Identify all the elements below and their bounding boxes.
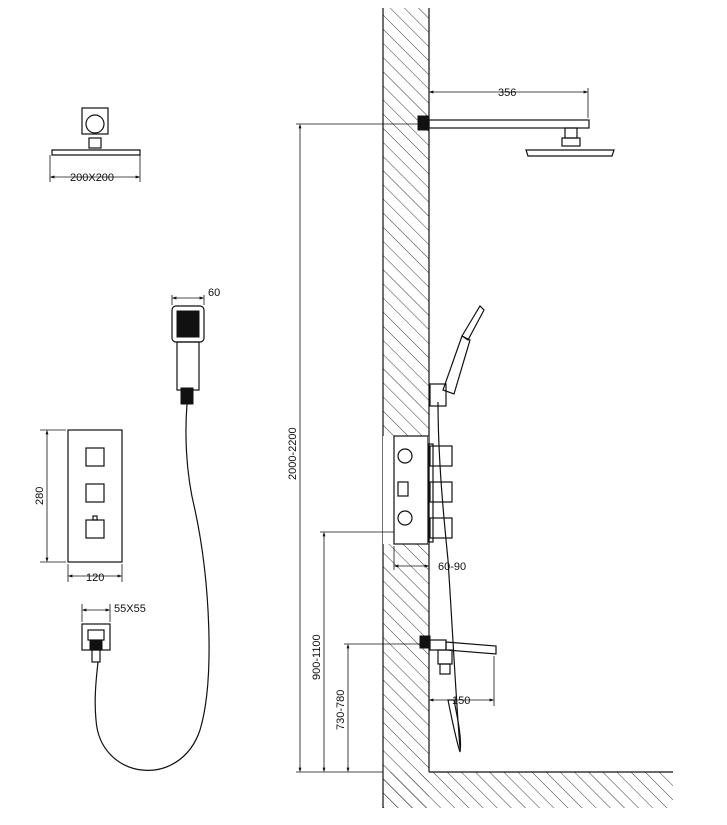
dim-panel-width: 120 xyxy=(86,572,104,584)
control-panel-detail: 280 120 xyxy=(34,429,123,584)
dim-valve-height: 900-1100 xyxy=(311,531,394,773)
dim-wall-depth: 60-90 xyxy=(393,546,466,573)
dim-spout-length-label: 150 xyxy=(452,695,470,707)
dim-arm-length: 356 xyxy=(498,87,516,99)
dim-shower-head-size: 200X200 xyxy=(70,172,114,184)
dim-wall-depth-label: 60-90 xyxy=(438,561,466,573)
shower-head-detail: 200X200 xyxy=(49,107,141,184)
dim-install-height-label: 2000-2200 xyxy=(287,427,299,480)
dim-outlet-size: 55X55 xyxy=(114,603,146,615)
bath-spout xyxy=(419,635,497,753)
dim-panel-height: 280 xyxy=(34,487,46,505)
valve-assembly xyxy=(393,435,453,545)
wall-outlet-detail: 55X55 xyxy=(81,603,146,663)
wall-hose xyxy=(437,401,461,749)
wall-hand-shower xyxy=(429,305,485,407)
dim-hand-shower-width: 60 xyxy=(208,287,220,299)
dim-spout-length: 150 xyxy=(428,656,495,708)
dim-install-height: 2000-2200 xyxy=(287,123,418,773)
overhead-shower: 356 xyxy=(417,87,615,157)
wall-section xyxy=(382,8,673,808)
dim-valve-height-label: 900-1100 xyxy=(311,634,323,680)
dim-spout-height: 730-780 xyxy=(335,643,420,773)
hand-shower-detail: 60 xyxy=(94,287,220,771)
dim-spout-height-label: 730-780 xyxy=(335,690,347,730)
